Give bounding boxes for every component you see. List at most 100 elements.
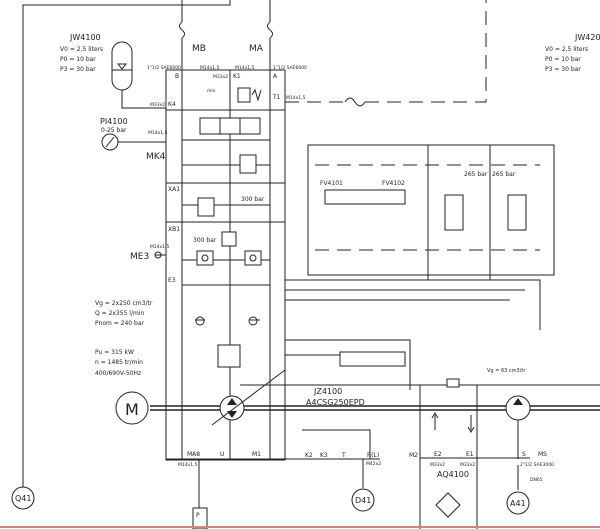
port-ma: MA	[249, 44, 264, 54]
valve-265b: 265 bar	[492, 171, 516, 178]
connecting-pipes	[285, 279, 541, 330]
hose-a-icon	[267, 21, 273, 39]
jw4100-tag: JW4100	[69, 33, 101, 42]
gauge-line	[105, 136, 166, 148]
relief-valve-300b-icon	[197, 197, 215, 217]
port-me3: ME3	[130, 252, 149, 262]
thread-flange-s: 2"1/2 SAE3000	[520, 462, 554, 468]
port-ma8: MA8	[187, 451, 200, 458]
filter-icon	[435, 492, 461, 518]
port-e1: E1	[466, 451, 474, 458]
aux-pump-vg: Vg = 63 cm3/tr	[487, 368, 526, 374]
test-point-me3-icon	[154, 251, 162, 259]
electric-motor-icon	[115, 391, 149, 425]
spring-icon	[251, 88, 262, 102]
main-pump-tag: JZ4100	[313, 387, 342, 396]
main-pump-model: A4CSG250EPD	[306, 398, 365, 407]
coupling-icon	[446, 378, 460, 388]
jw4200-p3: P3 = 30 bar	[545, 66, 581, 73]
thread-m14-ma8: M14x1,5	[178, 462, 198, 468]
thread-m14-me3: M14x1,5	[150, 244, 170, 250]
valve-divisions	[219, 118, 241, 134]
pressure-control-valve-icon	[217, 344, 241, 368]
hose-return-icon	[344, 97, 366, 107]
connector-d41	[351, 488, 375, 512]
valve-265a-icon	[444, 194, 464, 231]
thread-dn65: DN65	[530, 477, 543, 483]
variable-arrow	[211, 369, 286, 426]
valve-module	[307, 144, 555, 276]
left-pipe	[22, 0, 231, 490]
port-e2: E2	[434, 451, 442, 458]
thread-flange-b: 1"1/2 SAE6000	[147, 65, 181, 71]
port-b: B	[175, 73, 179, 80]
jw4200-p0: P0 = 10 bar	[545, 56, 581, 63]
port-k4: K4	[168, 101, 176, 108]
motor-voltage: 400/690V-50Hz	[95, 370, 141, 377]
port-t1: T1	[272, 94, 281, 101]
accumulator-line	[112, 63, 166, 109]
thread-flange-a: 1"1/2 SAE6000	[273, 65, 307, 71]
a41-label: A41	[510, 499, 526, 508]
control-valve-icon	[339, 351, 406, 367]
d41-label: D41	[355, 496, 371, 505]
directional-valve-icon	[199, 117, 261, 135]
valve-fv4102: FV4102	[382, 180, 405, 187]
valve-265a: 265 bar	[464, 171, 488, 178]
port-m2: M2	[409, 452, 418, 459]
motor-n: n = 1485 tr/min	[95, 359, 143, 366]
valve-265b-icon	[507, 194, 527, 231]
port-mb: MB	[192, 44, 206, 54]
motor-pu: Pu = 315 kW	[95, 349, 134, 356]
sensor-p-label: P	[196, 512, 200, 519]
relief-valve-min-icon	[237, 87, 251, 103]
port-s: S	[522, 451, 526, 458]
port-e3: E3	[168, 277, 176, 284]
valve-module-lines	[427, 145, 491, 280]
bottom-pipes	[198, 385, 519, 529]
valve-module-pilot	[315, 164, 540, 251]
port-a: A	[273, 73, 278, 80]
motor-label: M	[125, 400, 139, 419]
connector-a41	[506, 491, 530, 515]
manifold-lines	[166, 109, 285, 286]
jw4100-v0: V0 = 2,5 liters	[60, 46, 103, 53]
hose-b-icon	[179, 21, 185, 39]
pump-vg: Vg = 2x250 cm3/tr	[95, 300, 153, 307]
port-k3: K3	[320, 452, 328, 459]
manifold-block	[165, 69, 286, 461]
check-valve-icon	[221, 231, 237, 247]
gauge-range: 0-25 bar	[101, 127, 127, 134]
port-k1: K1	[233, 73, 241, 80]
manifold-channels	[181, 70, 271, 460]
pressure-sensor-icon	[192, 507, 208, 529]
port-t: T	[341, 452, 346, 459]
thread-m33-e1: M33x2	[460, 462, 475, 468]
gauge-tag: PI4100	[100, 117, 128, 126]
thread-m14-mb: M14x1,5	[200, 65, 220, 71]
thread-m42-rl: M42x2	[366, 461, 381, 467]
port-mk4: MK4	[146, 152, 166, 162]
q41-label: Q41	[15, 494, 31, 503]
pump-pnom: Pnom = 240 bar	[95, 320, 145, 327]
jw4100-p0: P0 = 10 bar	[60, 56, 96, 63]
filter-tag: AQ4100	[437, 470, 469, 479]
thread-m14-ma: M14x1,5	[235, 65, 255, 71]
thread-m33-k4: M33x2	[150, 102, 165, 108]
port-k2: K2	[305, 452, 313, 459]
valve-fv4101-fv4102-icon	[324, 189, 406, 205]
flow-arrows-icon	[431, 412, 475, 433]
relief-valve-300a-icon	[239, 154, 257, 174]
jw4200-v0: V0 = 2,5 liters	[545, 46, 588, 53]
valve-fv4101: FV4101	[320, 180, 343, 187]
check-valve-left-icon	[196, 250, 214, 266]
label-min: min	[207, 88, 216, 94]
thread-m14-mk4: M14x1,5	[148, 130, 168, 136]
accumulator-jw4100-icon	[111, 41, 133, 91]
connector-q41	[11, 486, 35, 510]
port-xb1: XB1	[168, 226, 180, 233]
check-valve-right-icon	[244, 250, 262, 266]
valve-300a: 300 bar	[241, 196, 265, 203]
